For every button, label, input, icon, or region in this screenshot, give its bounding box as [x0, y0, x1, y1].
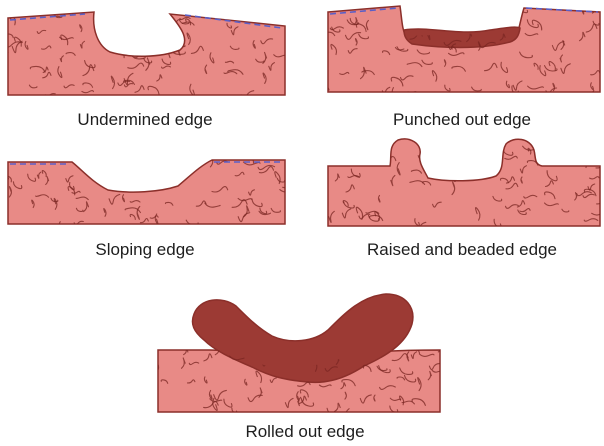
- panel-raised-beaded: Raised and beaded edge: [320, 132, 604, 280]
- caption-rolled-out: Rolled out edge: [150, 422, 460, 442]
- caption-raised-beaded: Raised and beaded edge: [320, 240, 604, 260]
- panel-rolled-out: Rolled out edge: [150, 284, 460, 446]
- panel-undermined: Undermined edge: [0, 0, 300, 150]
- caption-punched-out: Punched out edge: [320, 110, 604, 130]
- undermined-edge-illustration: [0, 0, 300, 100]
- panel-punched-out: Punched out edge: [320, 0, 604, 150]
- rolled-out-edge-illustration: [150, 284, 460, 414]
- sloping-edge-illustration: [0, 150, 300, 230]
- raised-beaded-edge-illustration: [320, 132, 604, 232]
- caption-undermined: Undermined edge: [0, 110, 290, 130]
- punched-out-edge-illustration: [320, 0, 604, 100]
- caption-sloping: Sloping edge: [0, 240, 290, 260]
- panel-sloping: Sloping edge: [0, 150, 300, 280]
